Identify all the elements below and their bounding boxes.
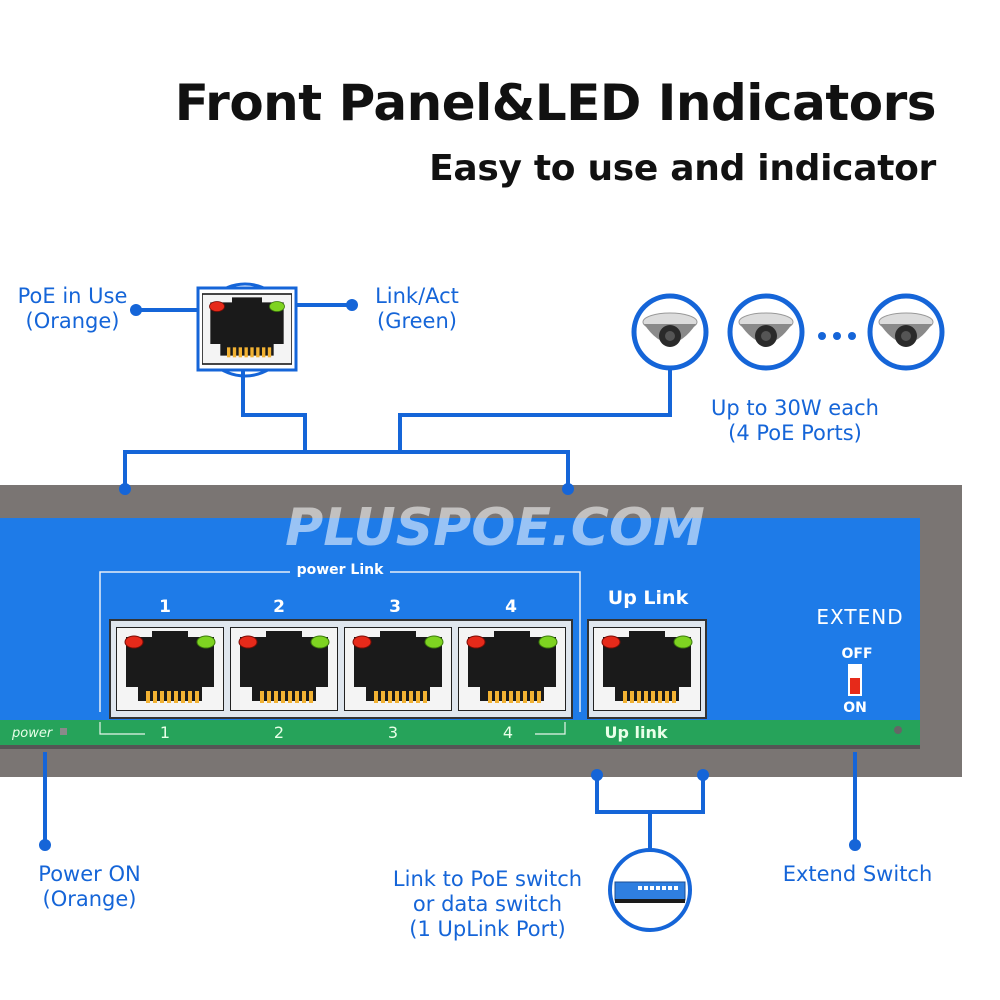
extend-switch-lever[interactable] [850,678,860,694]
poe-power-label: Up to 30W each [711,396,879,420]
poe-port-1[interactable] [116,627,224,711]
extend-on-label: ON [843,700,867,716]
extend-off-label: OFF [841,646,872,662]
dome-camera-icon [730,296,802,368]
port-1-top-label: 1 [159,597,171,617]
port-1-bottom-label: 1 [160,723,170,742]
power-on-color: (Orange) [42,887,137,911]
switch-icon [614,881,686,903]
watermark: PLUSPOE.COM [285,498,705,558]
port-3-bottom-label: 3 [388,723,398,742]
power-on-label: Power ON [38,862,141,886]
dome-camera-icon [870,296,942,368]
ellipsis-dots [818,332,856,340]
poe-port-2[interactable] [230,627,338,711]
port-2-top-label: 2 [273,597,285,617]
port-4-bottom-label: 4 [503,723,513,742]
uplink-line-3: (1 UpLink Port) [409,917,566,941]
extend-led [894,726,902,734]
poe-in-use-label: PoE in Use [17,284,128,308]
page-title: Front Panel&LED Indicators [174,74,937,132]
poe-port-count: (4 PoE Ports) [728,421,862,445]
uplink-callout: Link to PoE switch or data switch (1 UpL… [380,867,595,942]
power-on-callout: Power ON (Orange) [22,862,157,912]
uplink-line-1: Link to PoE switch [392,867,583,891]
link-act-callout: Link/Act (Green) [362,284,472,334]
power-led [60,728,67,735]
uplink-bottom-label: Up link [604,723,667,742]
link-act-color: (Green) [377,309,457,333]
poe-port-4[interactable] [458,627,566,711]
poe-in-use-callout: PoE in Use (Orange) [10,284,135,334]
poe-power-callout: Up to 30W each (4 PoE Ports) [690,396,900,446]
port-4-top-label: 4 [505,597,517,617]
power-link-label: power Link [297,562,385,578]
page-subtitle: Easy to use and indicator [429,148,936,189]
magnified-port-icon [202,293,292,365]
port-3-top-label: 3 [389,597,401,617]
extend-switch-label: Extend Switch [782,862,933,886]
link-act-label: Link/Act [375,284,459,308]
extend-switch-callout: Extend Switch [770,862,945,887]
label-strip [0,720,920,746]
poe-in-use-color: (Orange) [25,309,120,333]
power-led-label: power [11,726,54,741]
uplink-port[interactable] [593,627,701,711]
uplink-line-2: or data switch [412,892,563,916]
poe-port-3[interactable] [344,627,452,711]
uplink-top-label: Up Link [608,587,689,609]
port-2-bottom-label: 2 [274,723,284,742]
dome-camera-icon [634,296,706,368]
extend-label: EXTEND [816,605,903,629]
